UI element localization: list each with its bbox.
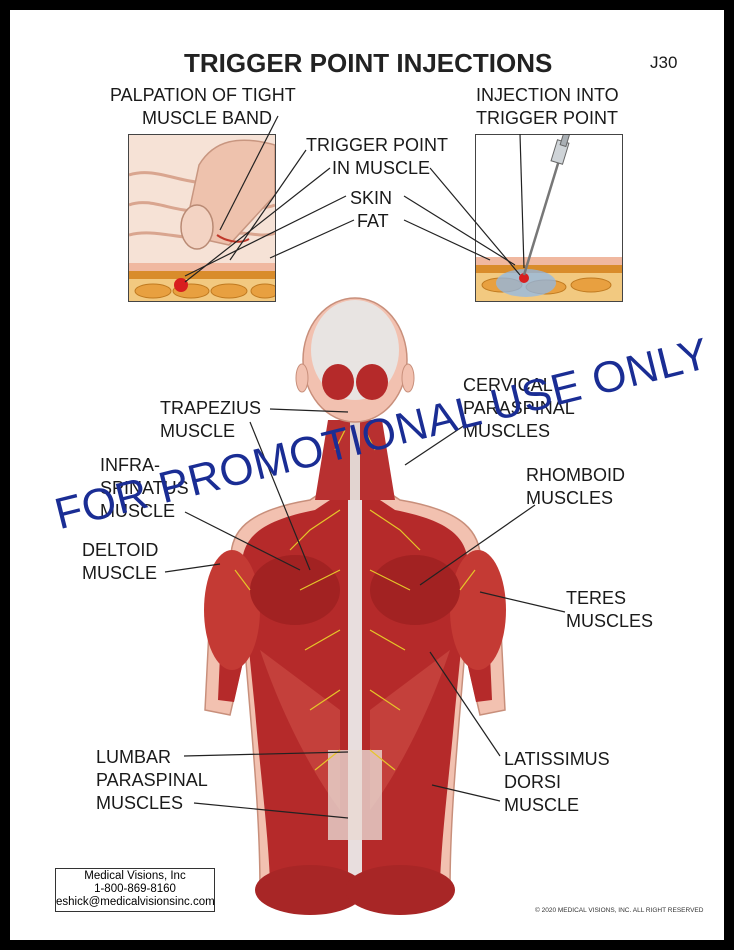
- contact-company: Medical Visions, Inc: [84, 870, 186, 882]
- label-palpation-line1: PALPATION OF TIGHT: [110, 85, 296, 105]
- injection-inset: [475, 134, 623, 302]
- label-teres-line1: TERES: [566, 588, 627, 608]
- label-skin: SKIN: [350, 188, 393, 208]
- label-latissimus-line1: LATISSIMUS: [504, 749, 610, 769]
- label-infraspinatus-line1: INFRA-: [100, 455, 160, 475]
- label-rhomboid-line1: RHOMBOID: [526, 465, 625, 485]
- plate-code: J30: [650, 53, 678, 72]
- right-deltoid: [450, 550, 506, 670]
- label-infraspinatus-line2: SPINATUS: [100, 478, 189, 498]
- contact-phone: 1-800-869-8160: [94, 883, 176, 895]
- label-lumbar-line2: PARASPINAL: [96, 770, 208, 790]
- copyright-notice: © 2020 MEDICAL VISIONS, INC. ALL RIGHT R…: [535, 907, 704, 914]
- back-muscles-illustration: [164, 115, 566, 915]
- label-injection-line1: INJECTION INTO: [476, 85, 619, 105]
- label-trapezius-line1: TRAPEZIUS: [160, 398, 262, 418]
- leader-lines: [164, 115, 566, 819]
- label-rhomboid-line2: MUSCLES: [526, 488, 614, 508]
- label-fat: FAT: [357, 211, 389, 231]
- label-lumbar-line1: LUMBAR: [96, 747, 172, 767]
- label-latissimus-line3: MUSCLE: [504, 795, 580, 815]
- label-trapezius-line2: MUSCLE: [160, 421, 236, 441]
- nerves: [234, 429, 476, 771]
- label-lumbar-line3: MUSCLES: [96, 793, 184, 813]
- label-cervical-line2: PARASPINAL: [463, 398, 575, 418]
- left-deltoid: [204, 550, 260, 670]
- label-latissimus-line2: DORSI: [504, 772, 562, 792]
- contact-email: eshick@medicalvisionsinc.com: [56, 896, 215, 908]
- label-palpation-line2: MUSCLE BAND: [142, 108, 273, 128]
- label-cervical-line1: CERVICAL: [463, 375, 553, 395]
- trigger-point-dot: [174, 278, 188, 292]
- label-injection-line2: TRIGGER POINT: [476, 108, 619, 128]
- label-deltoid-line1: DELTOID: [82, 540, 159, 560]
- label-trigger-point-line1: TRIGGER POINT: [306, 135, 449, 155]
- label-cervical-line3: MUSCLES: [463, 421, 551, 441]
- label-teres-line2: MUSCLES: [566, 611, 654, 631]
- palpation-inset: [128, 134, 276, 302]
- injection-illustration: [476, 135, 622, 301]
- label-deltoid-line2: MUSCLE: [82, 563, 158, 583]
- page: TRIGGER POINT INJECTIONS J30: [10, 10, 724, 940]
- label-infraspinatus-line3: MUSCLE: [100, 501, 176, 521]
- contact-box: Medical Visions, Inc 1-800-869-8160 eshi…: [55, 868, 215, 912]
- label-trigger-point-line2: IN MUSCLE: [332, 158, 431, 178]
- page-title: TRIGGER POINT INJECTIONS: [184, 48, 553, 78]
